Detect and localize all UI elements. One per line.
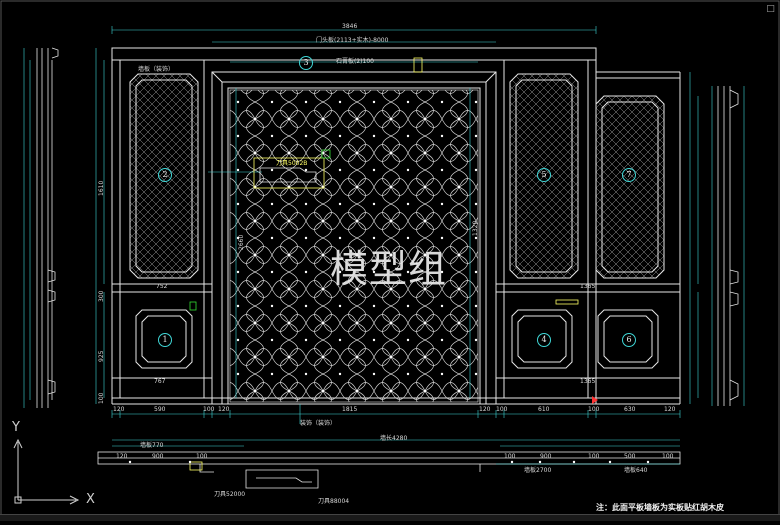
label-left-panel-width-lower: 767 — [154, 378, 166, 385]
plan-view — [97, 439, 681, 489]
dim-bottom-8: 100 — [588, 406, 600, 413]
right-side-section — [711, 86, 745, 406]
label-wall-panel-top: 墙板（装饰） — [138, 66, 175, 73]
dim-bottom-6: 100 — [496, 406, 508, 413]
plan-dim-2: 100 — [196, 453, 208, 460]
plan-dim-5: 100 — [588, 453, 600, 460]
dim-bottom-7: 610 — [538, 406, 550, 413]
dim-bottom-4: 1815 — [342, 406, 358, 413]
plan-dim-6: 500 — [624, 453, 636, 460]
plan-dim-1: 900 — [152, 453, 164, 460]
window-corner-icon[interactable]: □ — [766, 4, 775, 14]
dim-left-upper: 1610 — [98, 180, 105, 196]
ucs-axis-y: Y — [12, 420, 20, 435]
ucs-icon — [13, 438, 80, 505]
plan-callout-b: 刀具88004 — [318, 498, 350, 505]
label-right-panel-width-lower: 1365 — [580, 378, 596, 385]
watermark-text: 模型组 — [330, 247, 448, 291]
dim-left-rail: 300 — [98, 290, 105, 302]
label-left-panel-width: 752 — [156, 283, 168, 290]
dim-overall-width: 3846 — [342, 23, 358, 30]
panel-number-3: 3 — [299, 56, 313, 70]
plan-dim-4: 900 — [540, 453, 552, 460]
label-top-callout: 刀具5002B — [276, 160, 308, 167]
plan-dim-7: 100 — [662, 453, 674, 460]
plan-callout-c: 墙板640 — [624, 467, 648, 474]
dim-bottom-9: 630 — [624, 406, 636, 413]
plan-dim-3: 100 — [504, 453, 516, 460]
dim-bottom-2: 100 — [203, 406, 215, 413]
dimension-lines — [95, 26, 699, 424]
plan-right-label: 墙板2700 — [524, 467, 552, 474]
panel-number-6: 6 — [622, 333, 636, 347]
dim-bottom-3: 120 — [218, 406, 230, 413]
plan-callout-a: 刀具52000 — [214, 491, 246, 498]
lower-panels — [135, 309, 659, 369]
panel-number-2: 2 — [158, 168, 172, 182]
dim-left-base: 100 — [98, 392, 105, 404]
panel-number-4: 4 — [537, 333, 551, 347]
dim-center-height: 2660 — [238, 234, 245, 250]
dim-door-header: 门头板(2113+实木)-8000 — [316, 37, 389, 44]
label-right-panel-width: 1365 — [580, 283, 596, 290]
plan-total-label: 墙长4280 — [380, 435, 408, 442]
plan-dim-0: 120 — [116, 453, 128, 460]
panel-number-1: 1 — [158, 333, 172, 347]
drawing-note: 注：此面平板墙板为实板贴红胡木皮 — [596, 503, 724, 512]
dim-bottom-0: 120 — [113, 406, 125, 413]
model-tab-bar[interactable] — [0, 514, 780, 521]
plan-left-label: 墙板770 — [140, 442, 164, 449]
dim-left-lower: 925 — [98, 350, 105, 362]
dim-bottom-1: 590 — [154, 406, 166, 413]
dim-bottom-10: 120 — [664, 406, 676, 413]
dim-inner: 石膏板(2)100 — [336, 58, 374, 65]
dim-bottom-5: 120 — [479, 406, 491, 413]
ucs-axis-x: X — [86, 492, 95, 507]
section-callout — [253, 149, 331, 189]
dim-center-height-right: 1320 — [472, 220, 479, 236]
left-side-section — [23, 47, 59, 408]
panel-number-7: 7 — [622, 168, 636, 182]
quilted-center-panel — [229, 89, 479, 403]
label-center-bottom: 装饰（装饰） — [300, 420, 337, 427]
panel-number-5: 5 — [537, 168, 551, 182]
